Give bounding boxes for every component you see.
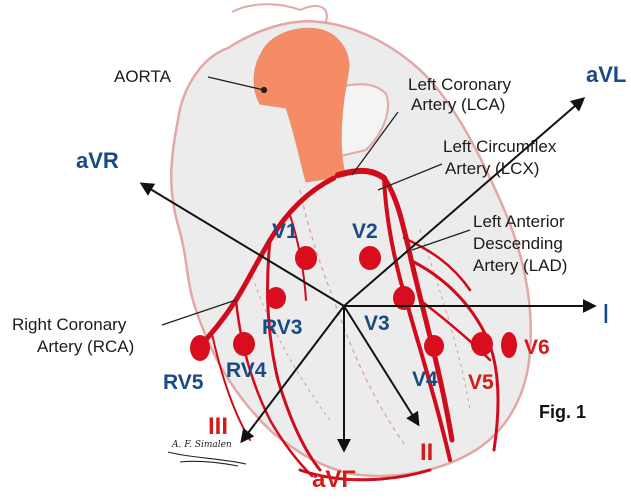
lcx-label-line1: Left Circumflex [443, 137, 557, 156]
lcx-artery [381, 175, 455, 443]
lad-leader [411, 229, 471, 251]
lead-axes [139, 97, 597, 453]
axis-avf-label: aVF [312, 466, 356, 493]
electrode-v2 [359, 246, 381, 270]
electrode-rv3 [266, 287, 286, 309]
lca-leader [351, 111, 399, 176]
lead-v5-label: V5 [468, 371, 494, 394]
axis-avr-line [139, 182, 345, 307]
electrode-v1 [295, 246, 317, 270]
lead-v3-label: V3 [364, 312, 390, 335]
lead-v6-label: V6 [524, 336, 550, 359]
rca-leader [161, 299, 237, 326]
figure-label: Fig. 1 [539, 402, 586, 422]
axis-avl-line [343, 97, 586, 307]
electrode-rv5 [190, 335, 210, 361]
aorta-label: AORTA [114, 67, 172, 86]
signature-text: A. F. Simalen [171, 440, 232, 450]
lad-label-line2: Descending [473, 234, 563, 253]
rca-branch-1 [266, 238, 322, 472]
lcx-leader [377, 163, 443, 191]
lead-v2-label: V2 [352, 220, 378, 243]
rca-label-line2: Artery (RCA) [37, 337, 134, 356]
electrode-v4 [424, 335, 444, 357]
signature: A. F. Simalen [167, 440, 247, 467]
rca-label-line1: Right Coronary [12, 315, 127, 334]
rca-branch-2 [234, 298, 314, 478]
aorta [253, 27, 350, 183]
heart-outline [169, 20, 532, 478]
lead-v1-label: V1 [272, 220, 298, 243]
heart-upper-ridge [231, 3, 328, 23]
lead-rv4-label: RV4 [226, 359, 267, 382]
axis-avl-label: aVL [586, 62, 626, 87]
lca-label-line1: Left Coronary [408, 75, 511, 94]
axis-iii-label: III [208, 413, 228, 440]
electrode-v6 [501, 332, 517, 358]
rca-artery [193, 175, 337, 353]
axis-i-label: I [602, 298, 610, 329]
electrode-dots [190, 246, 517, 361]
aorta-leader [207, 76, 265, 91]
axis-iii-line [240, 305, 345, 444]
axis-ii-label: II [420, 439, 433, 466]
lead-rv3-label: RV3 [262, 316, 302, 339]
apical-loop [298, 468, 432, 482]
lead-v4-label: V4 [412, 368, 438, 391]
axis-avr-label: aVR [76, 148, 119, 173]
lcx-branch [402, 236, 472, 292]
lca-trunk [335, 167, 387, 181]
lead-rv5-label: RV5 [163, 371, 204, 394]
electrode-v3 [393, 286, 415, 310]
lca-label-line2: Artery (LCA) [411, 95, 505, 114]
lad-label-line1: Left Anterior [473, 212, 565, 231]
leader-lines [161, 76, 471, 326]
electrode-rv4 [233, 332, 255, 356]
axis-ii-line [343, 305, 420, 427]
lad-label-line3: Artery (LAD) [473, 256, 567, 275]
lcx-label-line2: Artery (LCX) [445, 159, 539, 178]
electrode-v5 [471, 332, 493, 356]
